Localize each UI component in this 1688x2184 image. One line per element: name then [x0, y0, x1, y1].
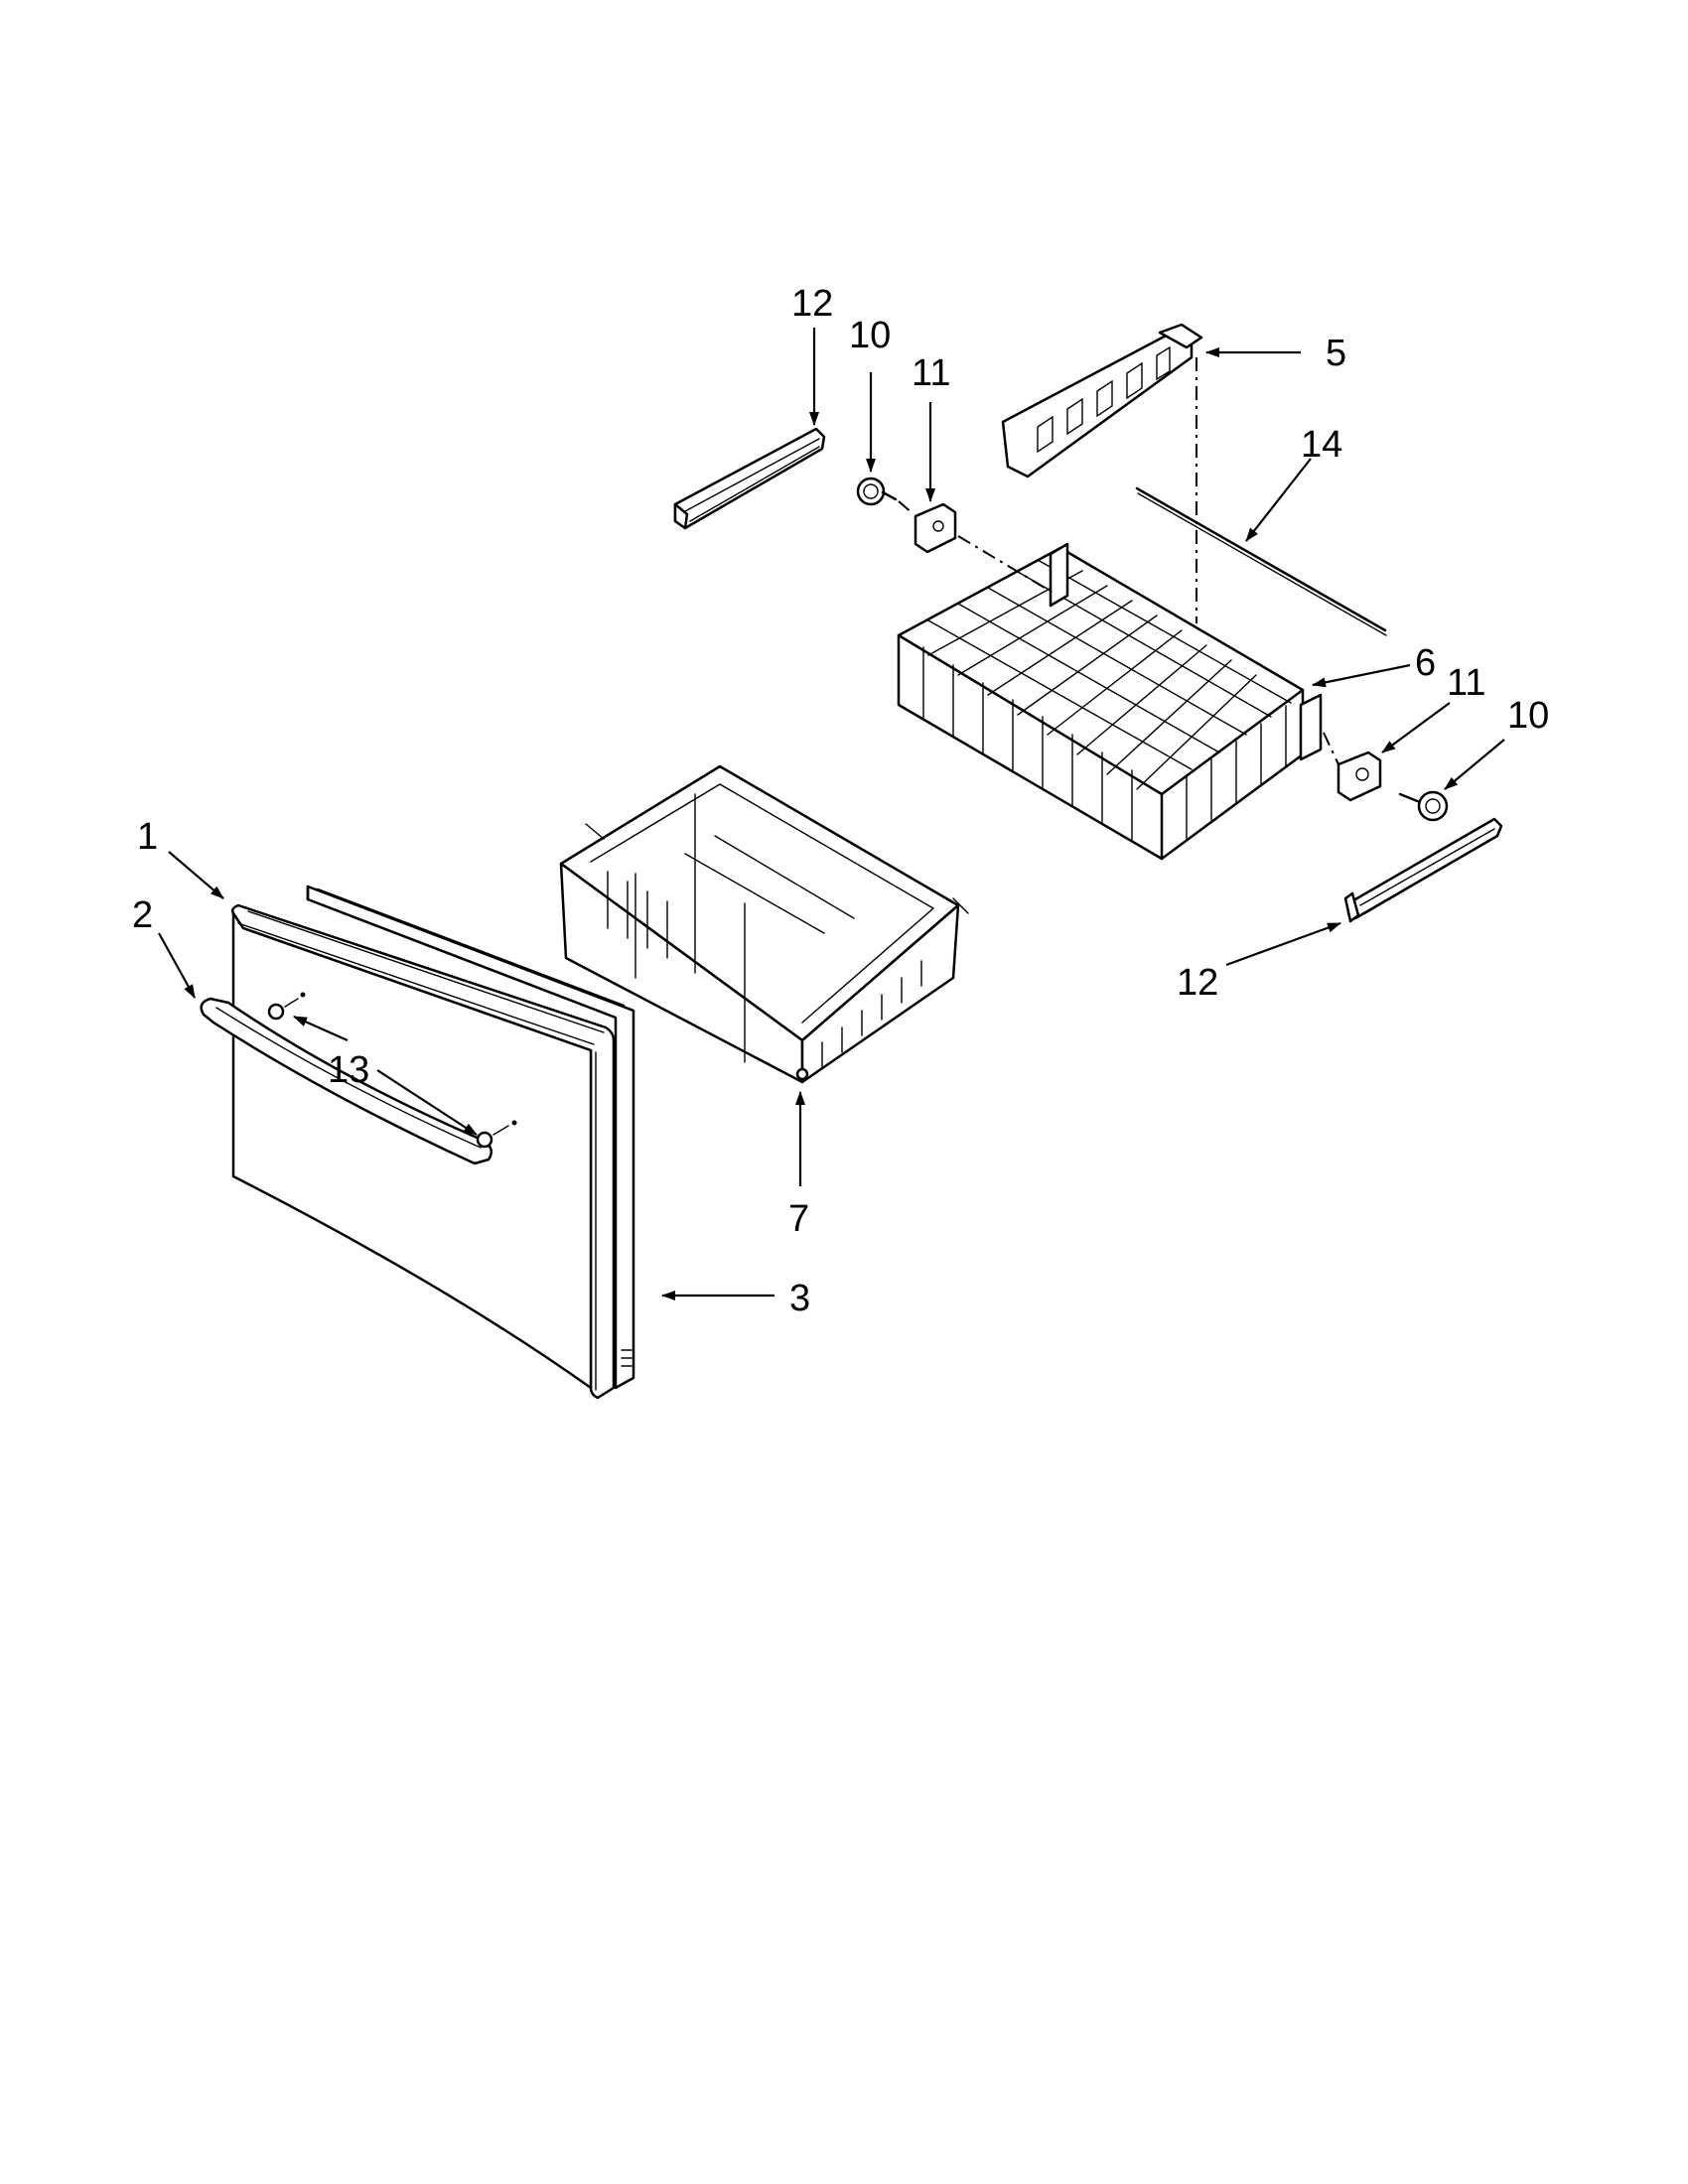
bracket-upper-part	[914, 502, 957, 554]
callout-11-lower: 11	[1447, 662, 1485, 704]
callout-12-lower: 12	[1177, 962, 1218, 1004]
callout-10-upper: 10	[849, 315, 891, 356]
roller-lower-part	[1398, 790, 1449, 822]
callout-10-lower: 10	[1507, 695, 1549, 737]
callout-2: 2	[132, 894, 153, 936]
wire-basket-part	[897, 542, 1323, 861]
callout-6: 6	[1415, 642, 1436, 684]
callout-1: 1	[137, 816, 158, 858]
basket-divider-part	[1001, 323, 1203, 478]
bracket-lower-part	[1336, 751, 1382, 802]
callout-11-upper: 11	[912, 352, 950, 394]
callout-3: 3	[789, 1278, 810, 1319]
callout-5: 5	[1326, 333, 1346, 374]
leader-arrows	[158, 328, 1505, 1300]
plastic-bin-part	[559, 764, 969, 1084]
assembly-lines	[898, 357, 1339, 765]
callout-12-upper: 12	[791, 283, 833, 325]
handle-screws-part	[267, 992, 517, 1149]
roller-upper-part	[856, 477, 898, 506]
door-gasket-part	[306, 885, 635, 1390]
slide-rail-upper-part	[673, 427, 826, 530]
callout-14: 14	[1301, 424, 1342, 466]
rod-part	[1135, 486, 1387, 636]
slide-rail-lower-part	[1343, 817, 1503, 923]
callout-labels: 1 2 3 5 6 7 10 10 11 11 12 12 13 14	[132, 283, 1549, 1319]
callout-13: 13	[328, 1049, 369, 1091]
callout-7: 7	[788, 1198, 809, 1240]
drawer-door-part	[230, 903, 616, 1400]
